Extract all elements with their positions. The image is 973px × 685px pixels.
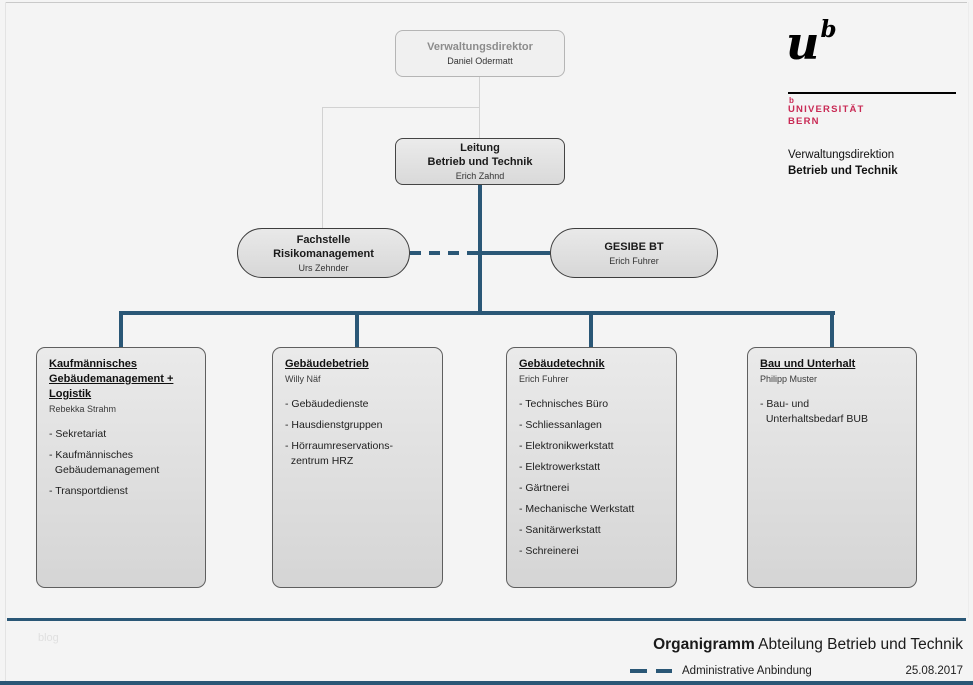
dept-item: - Schliessanlagen: [519, 419, 602, 431]
connector-fachstelle-dashed: [410, 251, 478, 255]
dept-item: - Kaufmännisches Gebäudemanagement: [49, 449, 160, 476]
node-gesibe-bt: GESIBE BT Erich Fuhrer: [550, 228, 718, 278]
node-title: GESIBE BT: [604, 240, 664, 253]
node-title: Verwaltungsdirektor: [427, 41, 533, 53]
logo-rule-line: [788, 92, 956, 94]
dept-item: - Schreinerei: [519, 545, 579, 557]
dept-title: Bau und Unterhalt: [760, 358, 856, 370]
dept-title: Kaufmännisches Gebäudemanagement + Logis…: [49, 358, 174, 400]
connector-gesibe-solid: [482, 251, 550, 255]
connector-drop-dept3: [589, 315, 593, 347]
footer-divider-line: [7, 618, 966, 621]
bottom-bar-line: [0, 681, 973, 685]
logo-bern-label: BERN: [788, 116, 820, 127]
watermark-text: blog: [38, 632, 59, 644]
dept-item: - Elektrowerkstatt: [519, 461, 601, 473]
dept-item: - Transportdienst: [49, 485, 128, 497]
dept-item-list: - Gebäudedienste - Hausdienstgruppen - Hör…: [285, 397, 434, 469]
dept-item: - Hörraumreservations- zentrum HRZ: [285, 440, 393, 467]
dept-gebaeudebetrieb: Gebäudebetrieb Willy Näf - Gebäudedienst…: [272, 347, 443, 588]
logo-u-glyph: u: [786, 16, 820, 70]
dept-item: - Hausdienstgruppen: [285, 419, 383, 431]
logo-small-b: b: [789, 96, 794, 105]
dept-title: Gebäudetechnik: [519, 358, 605, 370]
node-title: Leitung Betrieb und Technik: [427, 142, 533, 168]
dept-gebaeudetechnik: Gebäudetechnik Erich Fuhrer - Technische…: [506, 347, 677, 588]
connector-leitung-main-v: [478, 185, 482, 315]
document-title: Organigramm Abteilung Betrieb und Techni…: [400, 636, 963, 654]
dept-bau-und-unterhalt: Bau und Unterhalt Philipp Muster - Bau- …: [747, 347, 917, 588]
frame-left-line: [5, 2, 6, 682]
connector-distribution-h: [119, 311, 835, 315]
node-person: Erich Fuhrer: [609, 255, 659, 266]
dept-item: - Bau- und Unterhaltsbedarf BUB: [760, 398, 868, 425]
connector-drop-dept2: [355, 315, 359, 347]
frame-top-line: [6, 2, 967, 3]
legend-label: Administrative Anbindung: [682, 665, 812, 677]
dept-person: Philipp Muster: [760, 374, 818, 384]
dept-item: - Mechanische Werkstatt: [519, 503, 635, 515]
node-title: Fachstelle Risikomanagement: [273, 233, 374, 260]
dept-person: Willy Näf: [285, 374, 321, 384]
dept-kaufmaennisches-gebaeudemanagement: Kaufmännisches Gebäudemanagement + Logis…: [36, 347, 206, 588]
dept-item-list: - Bau- und Unterhaltsbedarf BUB: [760, 397, 908, 427]
dept-person: Erich Fuhrer: [519, 374, 569, 384]
connector-drop-dept4: [830, 315, 834, 347]
connector-director-fachstelle: [322, 108, 323, 228]
dept-item: - Sanitärwerkstatt: [519, 524, 601, 536]
dept-title: Gebäudebetrieb: [285, 358, 369, 370]
dept-item: - Elektronikwerkstatt: [519, 440, 614, 452]
logo-department-label: Betrieb und Technik: [788, 165, 898, 177]
dept-item: - Gebäudedienste: [285, 398, 369, 410]
node-fachstelle-risikomanagement: Fachstelle Risikomanagement Urs Zehnder: [237, 228, 410, 278]
dept-person: Rebekka Strahm: [49, 404, 117, 414]
node-person: Erich Zahnd: [455, 171, 505, 181]
dept-item: - Technisches Büro: [519, 398, 609, 410]
node-leitung-betrieb-technik: Leitung Betrieb und Technik Erich Zahnd: [395, 138, 565, 185]
dept-item-list: - Technisches Büro - Schliessanlagen - Ele…: [519, 397, 668, 559]
logo-b-glyph: b: [820, 16, 837, 43]
logo-direction-label: Verwaltungsdirektion: [788, 149, 895, 161]
document-title-bold: Organigramm: [653, 636, 755, 653]
dashed-line-legend-swatch: [630, 669, 672, 673]
node-person: Daniel Odermatt: [447, 56, 513, 66]
university-bern-logo: ub: [786, 16, 837, 70]
dept-item: - Gärtnerei: [519, 482, 570, 494]
dept-item-list: - Sekretariat - Kaufmännisches Gebäudeman…: [49, 427, 197, 499]
document-date: 25.08.2017: [905, 665, 963, 677]
dept-item: - Sekretariat: [49, 428, 107, 440]
connector-director-branch-h: [322, 107, 480, 108]
node-person: Urs Zehnder: [298, 262, 349, 273]
footer-legend-row: Administrative Anbindung 25.08.2017: [630, 663, 963, 679]
frame-right-line: [968, 2, 969, 618]
connector-drop-dept1: [119, 315, 123, 347]
node-verwaltungsdirektor: Verwaltungsdirektor Daniel Odermatt: [395, 30, 565, 77]
logo-universitaet-label: UNIVERSITÄT: [788, 104, 865, 115]
document-title-rest: Abteilung Betrieb und Technik: [754, 636, 963, 653]
